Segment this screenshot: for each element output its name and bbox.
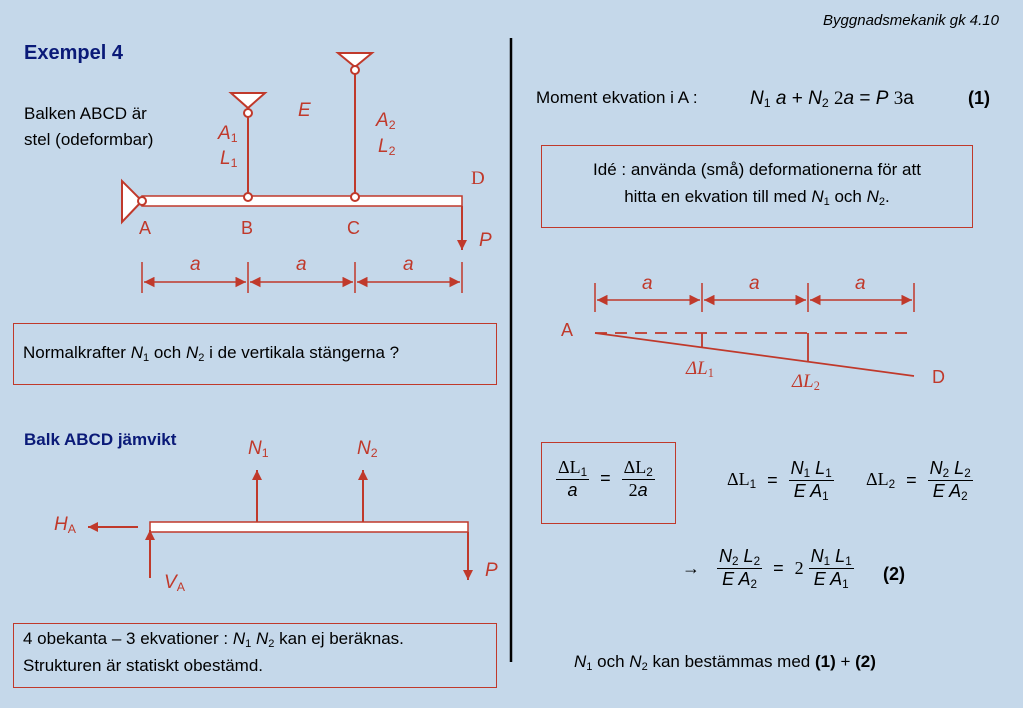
label-p: P	[479, 230, 492, 251]
conclusion-box: 4 obekanta – 3 ekvationer : N1 N2 kan ej…	[13, 623, 497, 688]
dim-label-a2: a	[296, 254, 307, 275]
idea-line2: hitta en ekvation till med N1 och N2.	[624, 187, 890, 208]
point-b: B	[241, 218, 254, 238]
dim-label-a3: a	[403, 254, 414, 275]
fbd-label-va: VA	[164, 572, 185, 595]
bar2-top-support	[335, 52, 375, 69]
deform-point-a: A	[561, 320, 574, 340]
fbd-label-n2: N2	[357, 438, 378, 461]
conclusion-line2: Strukturen är statiskt obestämd.	[23, 656, 263, 675]
label-a2: A2	[376, 110, 396, 133]
dim-label-a1: a	[190, 254, 201, 275]
equation-tag-2: (2)	[883, 564, 905, 584]
conclusion-line1: 4 obekanta – 3 ekvationer : N1 N2 kan ej…	[23, 629, 404, 650]
fbd-label-p: P	[485, 560, 498, 581]
idea-box: Idé : använda (små) deformationerna för …	[541, 145, 973, 228]
deformation-diagram	[594, 283, 915, 377]
fbd-label-ha: HA	[54, 514, 76, 537]
question-box: Normalkrafter N1 och N2 i de vertikala s…	[13, 323, 497, 385]
label-l2: L2	[378, 136, 396, 159]
deform-point-d: D	[932, 367, 945, 387]
pin-support	[121, 178, 144, 225]
ddim-label-a2: a	[749, 273, 760, 294]
fbd-label-n1: N1	[248, 438, 269, 461]
bar1-top-support	[228, 92, 268, 110]
ddim-label-a3: a	[855, 273, 866, 294]
delta-l2-label: ΔL2	[792, 371, 820, 394]
example-title: Exempel 4	[24, 42, 123, 64]
ddim-label-a1: a	[642, 273, 653, 294]
label-e: E	[298, 100, 311, 121]
beam-description-line1: Balken ABCD är	[24, 104, 147, 123]
beam-abcd	[141, 195, 463, 207]
label-d: D	[471, 168, 485, 189]
equation-tag-1: (1)	[968, 88, 990, 108]
free-body-diagram	[88, 470, 473, 580]
header-title: Byggnadsmekanik gk 4.10	[823, 12, 999, 29]
idea-line1: Idé : använda (små) deformationerna för …	[593, 160, 921, 179]
structure-diagram	[121, 52, 467, 293]
final-statement: N1 och N2 kan bestämmas med (1) + (2)	[574, 652, 876, 673]
point-c: C	[347, 218, 360, 238]
delta-l1-label: ΔL1	[686, 358, 714, 381]
question-text: Normalkrafter N1 och N2 i de vertikala s…	[23, 343, 400, 364]
label-a1: A1	[218, 123, 238, 146]
label-l1: L1	[220, 148, 238, 171]
moment-equation: N1 a + N2 2a = P 3a	[750, 88, 914, 111]
beam-description-line2: stel (odeformbar)	[24, 130, 154, 149]
deformed-line	[594, 332, 915, 377]
fbd-beam	[149, 521, 469, 533]
point-a: A	[139, 218, 152, 238]
equilibrium-title: Balk ABCD jämvikt	[24, 430, 177, 449]
moment-label: Moment ekvation i A :	[536, 88, 698, 107]
